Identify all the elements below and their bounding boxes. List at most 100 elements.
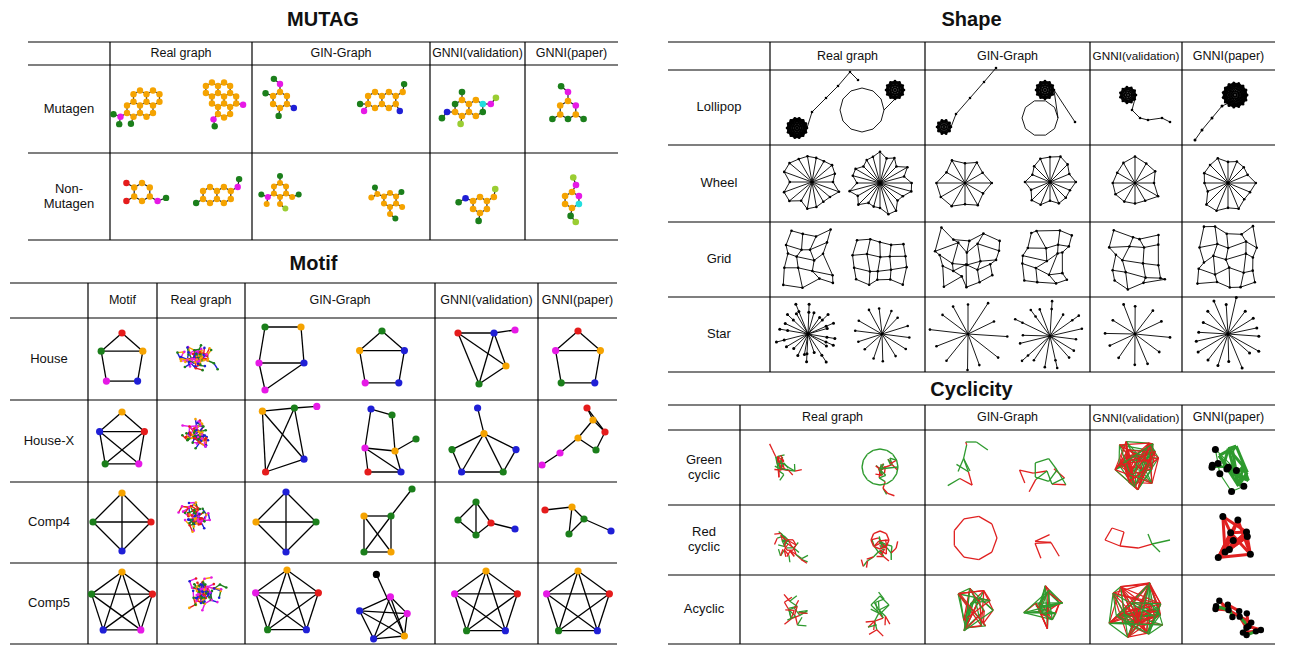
graph-edge [890,82,902,85]
graph-node [201,609,204,612]
graph-edge [894,158,896,167]
graph-edge [789,159,798,163]
graph-node [203,347,206,350]
graph-node [1126,102,1129,105]
graph-node [191,514,194,517]
graph-node [296,192,302,198]
graph-node [188,580,191,583]
graph-node [463,627,470,634]
graph-node [201,581,204,584]
graph-edge [360,351,366,383]
graph-node [188,607,191,610]
graph-edge [1222,95,1247,106]
graph-edge [1034,135,1045,136]
graph-node [945,119,948,122]
graph-node [277,81,283,87]
graph-node [131,193,137,199]
graph-node [89,518,96,525]
graph-node [941,132,944,135]
graph-node [572,219,579,226]
graph-node [404,610,411,617]
table-rule [251,42,252,240]
graph-node [193,504,196,507]
graph-node [455,199,462,206]
graph-edge [812,182,839,192]
graph-node [188,361,191,364]
graph-node [555,627,562,634]
graph-node [313,403,320,410]
graph-node [277,105,283,111]
graph-node [361,444,368,451]
graph-edge [479,333,494,384]
graph-edge [256,593,307,630]
graph-node [543,590,550,597]
graph-node [252,518,259,525]
table-rule [1181,42,1182,372]
graph-node [225,586,228,589]
graph-drawing [562,174,582,225]
graph-edge [965,183,966,204]
graph-edge [547,571,578,594]
graph-node [277,89,283,95]
graph-drawing [936,67,998,135]
graph-node [219,583,222,586]
graph-node [1228,104,1231,107]
graph-edge [938,123,949,131]
graph-node [204,445,207,448]
graph-edge [812,161,824,182]
graph-node [204,445,207,448]
graph-node [184,366,187,369]
graph-node [387,204,393,210]
graph-node [360,512,367,519]
graph-node [282,548,289,555]
graph-node [484,198,491,205]
graph-node [197,523,200,526]
graph-edge [286,492,316,522]
table-rule [668,144,1275,145]
graph-node [572,111,579,118]
graph-edge [1032,182,1050,200]
graph-edge [556,350,601,351]
graph-edge [365,448,368,472]
graph-edge [1025,129,1034,136]
graph-node [209,79,215,85]
graph-node [206,352,209,355]
graph-node [562,201,569,208]
graph-node [462,195,469,202]
graph-node [365,93,371,99]
graph-node [1237,105,1240,108]
graph-node [1048,81,1051,84]
graph-node [193,583,196,586]
graph-node [951,159,954,162]
graph-node [387,211,393,217]
graph-drawing [259,403,321,476]
graph-node [193,525,196,528]
graph-edge [787,124,806,128]
graph-edge [873,157,880,183]
graph-edge [363,516,364,552]
graph-node [466,109,473,116]
graph-edge [936,172,946,183]
graph-node [186,439,189,442]
graph-drawing [368,185,405,222]
graph-node [787,131,790,134]
graph-node [1051,93,1054,96]
graph-edge [1212,106,1222,118]
table-rule [537,283,538,644]
graph-edge [547,593,610,594]
graph-edge [256,522,286,552]
graph-edge [262,411,265,472]
graph-node [98,348,105,355]
graph-edge [122,333,143,351]
graph-node [205,353,208,356]
graph-node [805,131,808,134]
graph-node [472,531,479,538]
graph-node [511,326,518,333]
graph-edge [1050,174,1069,182]
graph-node [203,359,206,362]
graph-node [360,548,367,555]
graph-node [135,460,142,467]
graph-node [202,594,205,597]
graph-node [397,468,404,475]
graph-node [834,172,837,175]
